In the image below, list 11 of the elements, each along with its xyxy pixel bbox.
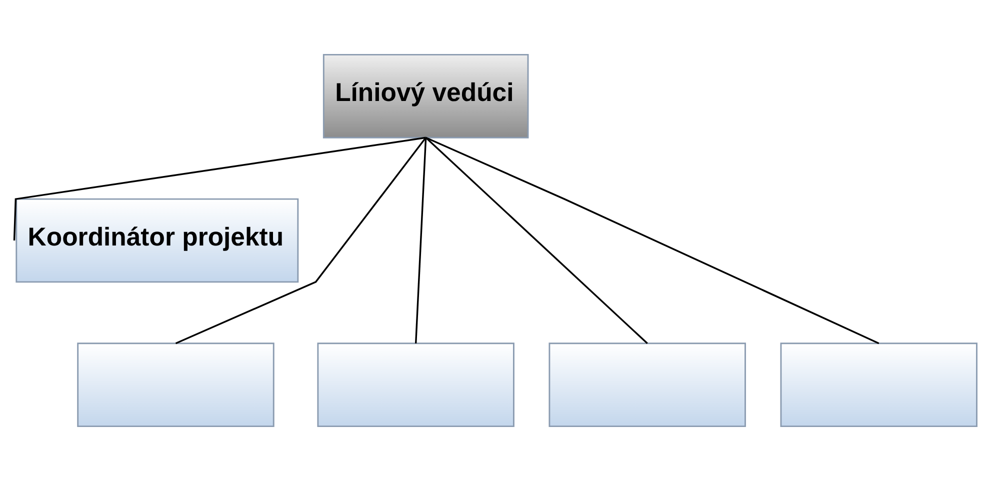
node-box [77,342,274,426]
connector [425,136,648,344]
node-box [780,342,978,426]
connector [13,136,426,240]
node-box [548,342,746,426]
connector [425,136,880,344]
node-box [317,342,514,426]
connector [175,136,427,344]
connector [414,137,427,343]
node-box: Koordinátor projektu [16,198,299,282]
node-box: Líniový vedúci [322,54,529,138]
